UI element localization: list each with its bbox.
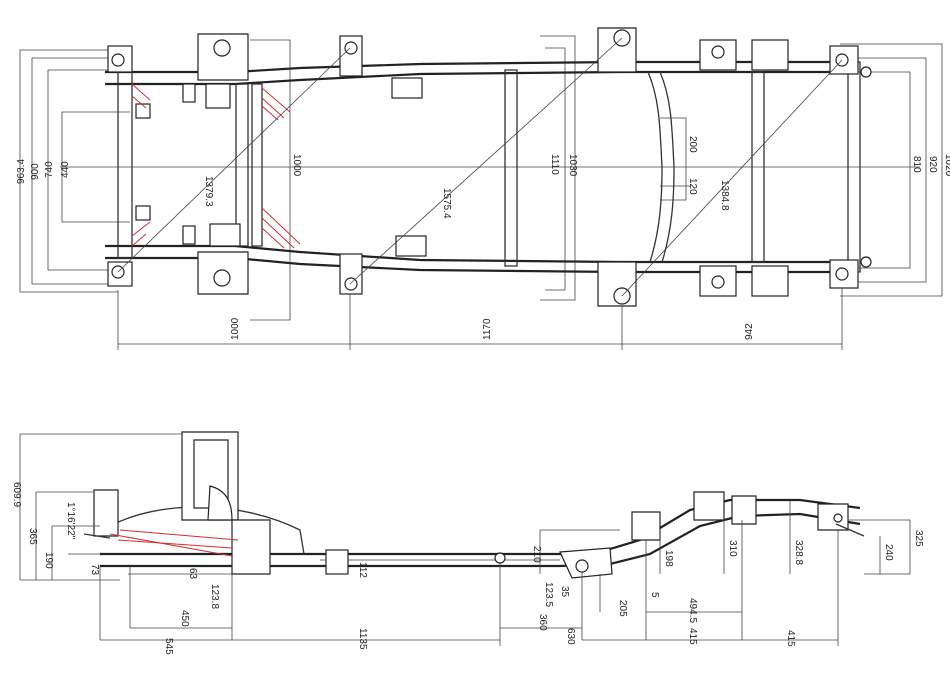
dim-450: 450 <box>179 610 190 627</box>
dim-415-a: 415 <box>687 628 698 645</box>
width-810: 810 <box>911 156 922 173</box>
width-1020: 1020 <box>943 154 950 177</box>
inner-width-1110: 1110 <box>549 154 560 175</box>
plan-dimension-frames <box>19 35 943 321</box>
dim-35: 35 <box>559 586 570 598</box>
red-reinforcement-lines <box>131 83 301 249</box>
height-365: 365 <box>27 528 38 545</box>
dim-210: 210 <box>531 546 542 563</box>
dim-5: 5 <box>649 592 660 598</box>
width-963-4: 963.4 <box>16 159 27 184</box>
dim-415-b: 415 <box>785 630 796 647</box>
dim-112: 112 <box>357 562 368 578</box>
dim-494-5: 494.5 <box>687 598 698 623</box>
dim-328-8: 328.8 <box>793 540 804 565</box>
dim-630: 630 <box>565 628 576 645</box>
dim-545: 545 <box>163 638 174 655</box>
dim-63: 63 <box>187 568 198 580</box>
height-190: 190 <box>43 552 54 569</box>
height-609-9: 609.9 <box>11 482 22 507</box>
diagonal-1575-4: 1575.4 <box>441 188 452 219</box>
angle-label: 1°16'22" <box>65 502 76 540</box>
height-73: 73 <box>89 564 100 576</box>
dim-360: 360 <box>537 614 548 631</box>
dim-205: 205 <box>617 600 628 617</box>
plan-view: 1000 1170 942 963.4 900 740 440 1020 920… <box>16 27 950 350</box>
plan-labels: 1000 1170 942 963.4 900 740 440 1020 920… <box>16 136 950 340</box>
diagonal-1379-3: 1379.3 <box>203 176 214 207</box>
side-dimension-lines <box>19 433 911 646</box>
inner-width-1030: 1030 <box>567 154 578 177</box>
dim-310: 310 <box>727 540 738 557</box>
width-920: 920 <box>927 156 938 173</box>
side-labels: 609.9 365 190 73 1°16'22" 63 123.8 112 2… <box>11 482 924 655</box>
height-240: 240 <box>883 544 894 561</box>
width-900: 900 <box>30 163 41 180</box>
diagonal-1384-8: 1384.8 <box>719 180 730 211</box>
plan-diagonals <box>117 37 843 297</box>
frame-mounts <box>107 27 872 307</box>
height-325: 325 <box>913 530 924 547</box>
wheelbase-front: 1000 <box>230 317 241 340</box>
side-components <box>83 431 865 579</box>
dim-1135: 1135 <box>357 628 368 650</box>
wheelbase-dimension-line <box>117 288 843 350</box>
dim-123-8: 123.8 <box>209 584 220 609</box>
side-red-lines <box>109 529 239 557</box>
frame-cross-members <box>117 61 861 273</box>
dim-123-5: 123.5 <box>543 582 554 607</box>
wheelbase-middle: 1170 <box>482 318 493 340</box>
dim-200: 200 <box>687 136 698 153</box>
width-440: 440 <box>60 161 71 178</box>
dim-198: 198 <box>663 550 674 567</box>
dim-120: 120 <box>687 178 698 195</box>
width-740: 740 <box>44 161 55 178</box>
side-view: 609.9 365 190 73 1°16'22" 63 123.8 112 2… <box>11 431 924 655</box>
wheelbase-rear: 942 <box>744 323 755 340</box>
inner-width-1000: 1000 <box>291 154 302 177</box>
